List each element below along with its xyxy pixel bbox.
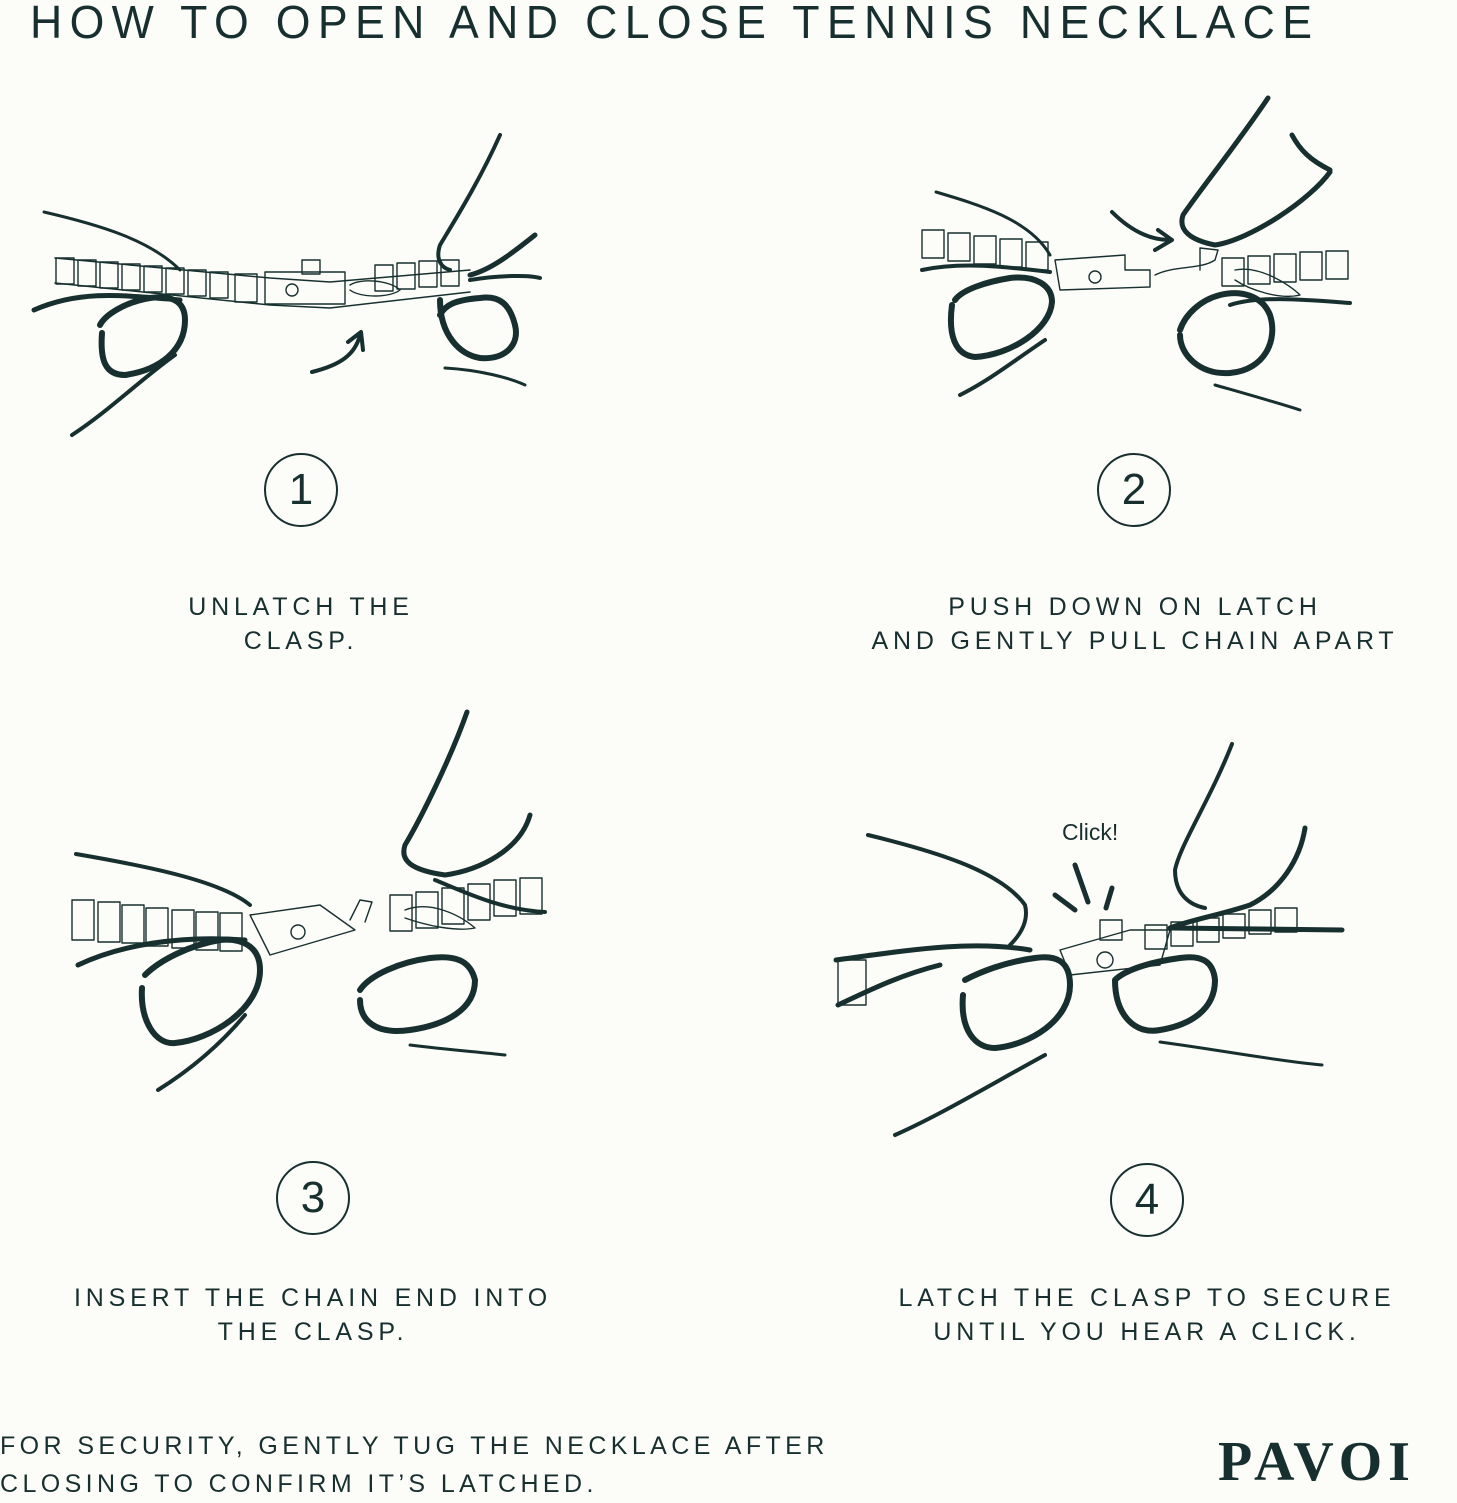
step-2-number-badge: 2 — [1097, 453, 1171, 527]
click-sound-label: Click! — [1062, 819, 1119, 845]
step-2-caption-line-1: PUSH DOWN ON LATCH — [948, 593, 1322, 621]
step-4-illustration — [830, 730, 1390, 1150]
step-1-number-badge: 1 — [264, 453, 338, 527]
brand-logo: PAVOI — [1218, 1431, 1416, 1493]
step-4-number: 4 — [1134, 1175, 1160, 1224]
click-sound-lines — [1072, 862, 1091, 905]
security-note: FOR SECURITY, GENTLY TUG THE NECKLACE AF… — [0, 1427, 829, 1503]
step-4-number-badge: 4 — [1110, 1163, 1184, 1237]
step-3-caption-line-2: THE CLASP. — [217, 1318, 409, 1346]
step-4-caption-line-1: LATCH THE CLASP TO SECURE — [898, 1284, 1396, 1312]
step-1-illustration — [30, 120, 610, 450]
step-3-number: 3 — [300, 1173, 326, 1222]
step-1-caption-line-2: CLASP. — [243, 627, 359, 655]
security-note-line-2: CLOSING TO CONFIRM IT’S LATCHED. — [0, 1470, 598, 1498]
step-1-caption-line-1: UNLATCH THE — [188, 593, 414, 621]
step-3-caption: INSERT THE CHAIN END INTO THE CLASP. — [30, 1281, 596, 1349]
step-4-caption-line-2: UNTIL YOU HEAR A CLICK. — [933, 1318, 1361, 1346]
step-2-illustration — [900, 90, 1370, 420]
page-title: HOW TO OPEN AND CLOSE TENNIS NECKLACE — [30, 0, 1320, 48]
step-2-caption-line-2: AND GENTLY PULL CHAIN APART — [871, 627, 1399, 655]
step-2-number: 2 — [1121, 465, 1147, 514]
step-3-illustration — [60, 700, 600, 1100]
step-4-caption: LATCH THE CLASP TO SECURE UNTIL YOU HEAR… — [860, 1281, 1434, 1349]
step-3-caption-line-1: INSERT THE CHAIN END INTO — [74, 1284, 552, 1312]
step-1-number: 1 — [288, 465, 314, 514]
step-2-caption: PUSH DOWN ON LATCH AND GENTLY PULL CHAIN… — [835, 590, 1435, 658]
step-3-number-badge: 3 — [276, 1161, 350, 1235]
step-1-caption: UNLATCH THE CLASP. — [100, 590, 502, 658]
security-note-line-1: FOR SECURITY, GENTLY TUG THE NECKLACE AF… — [0, 1432, 829, 1460]
